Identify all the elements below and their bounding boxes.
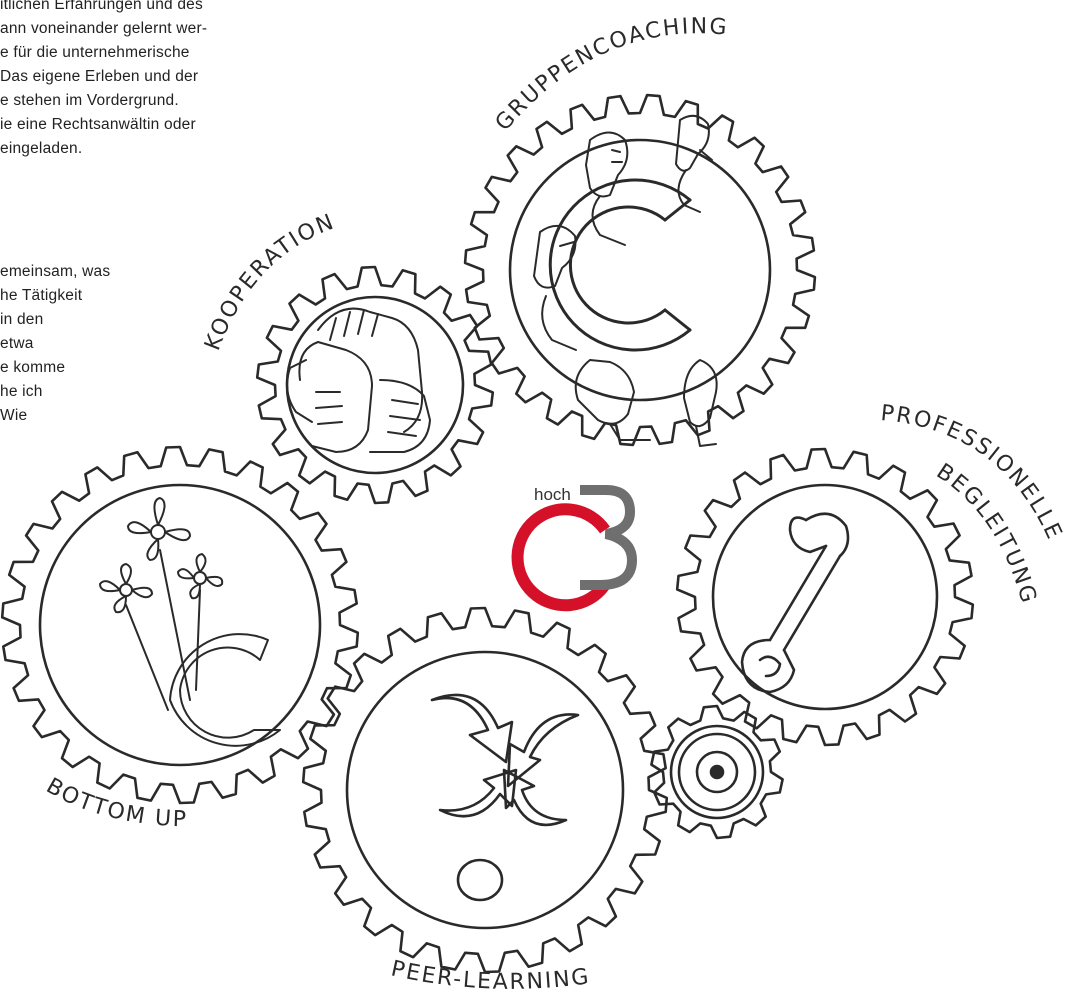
label-gruppencoaching: GRUPPENCOACHING (491, 14, 730, 136)
target-icon (679, 734, 755, 810)
gear-professionelle (677, 449, 973, 745)
figure-top-right (676, 116, 712, 212)
wrench-icon (742, 514, 848, 692)
gear-peer-learning (303, 608, 667, 972)
logo-grey-three (580, 490, 632, 585)
gear-peer-learning-inner-ring (347, 652, 623, 928)
gear-gruppencoaching (465, 95, 815, 445)
gear-bottom-up (2, 447, 358, 803)
label-peer-learning: PEER-LEARNING (389, 956, 592, 994)
flowers-icon (100, 498, 280, 746)
clasped-hands-icon (287, 309, 430, 452)
logo-red-arc (518, 509, 605, 605)
gear-outlines (2, 95, 973, 972)
figure-left (534, 226, 576, 350)
gear-kooperation (257, 267, 493, 503)
gear-professionelle-inner-ring (713, 485, 937, 709)
logo-word: hoch (534, 485, 571, 504)
gear-bottom-up-inner-ring (40, 485, 320, 765)
hoch3-logo: hoch (518, 485, 632, 605)
people-on-c-icon (550, 180, 690, 350)
arrows-icon (432, 695, 578, 900)
